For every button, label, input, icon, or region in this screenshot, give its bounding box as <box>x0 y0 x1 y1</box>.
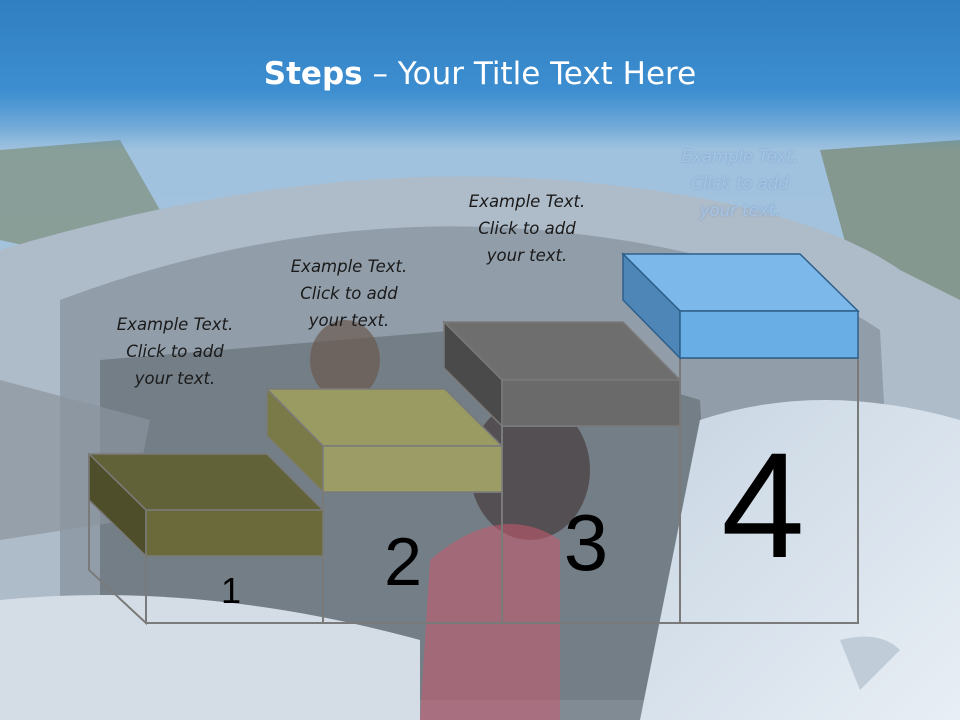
step-4-caption[interactable]: Example Text. Click to add your text. <box>681 147 799 220</box>
step-4-number: 4 <box>721 421 804 589</box>
step-2-block[interactable] <box>265 387 504 494</box>
step-2-number: 2 <box>384 524 422 600</box>
slide-title[interactable]: Steps – Your Title Text Here <box>0 56 960 92</box>
step-3-number: 3 <box>564 498 609 587</box>
step-1-number: 1 <box>221 570 241 611</box>
step-2-caption[interactable]: Example Text. Click to add your text. <box>290 257 408 330</box>
step-1-block[interactable] <box>87 452 325 558</box>
title-bold: Steps <box>263 56 363 92</box>
title-rest: – Your Title Text Here <box>362 56 697 92</box>
title-band <box>0 0 960 150</box>
step-3-caption[interactable]: Example Text. Click to add your text. <box>468 192 586 265</box>
step-4-block[interactable] <box>621 252 860 360</box>
step-1-caption[interactable]: Example Text. Click to add your text. <box>116 315 234 388</box>
step-3-block[interactable] <box>442 320 682 428</box>
